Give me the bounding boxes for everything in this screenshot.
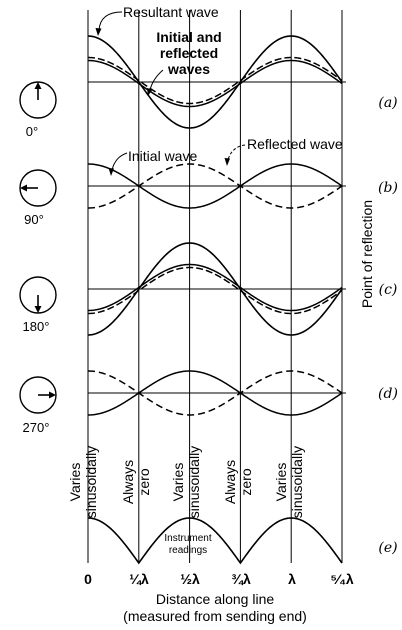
initial-reflected-label-1: Initial and	[156, 29, 221, 45]
panel-label-d: (d)	[378, 386, 398, 402]
x-axis-sublabel: (measured from sending end)	[123, 608, 307, 624]
phasor-angle-label: 270°	[23, 420, 50, 435]
phasor-270: 270°	[19, 376, 57, 435]
initial-reflected-label-2: reflected	[160, 45, 218, 61]
initial-reflected-leader	[149, 69, 164, 91]
reflected-wave-d	[87, 370, 343, 416]
phasor-angle-label: 180°	[23, 319, 50, 334]
x-tick: ¾λ	[231, 571, 251, 587]
col-label-line1: Always	[120, 460, 136, 504]
x-tick: ½λ	[180, 571, 200, 587]
initial-wave-b	[87, 163, 343, 209]
col-label-line2: zero	[136, 468, 152, 495]
column-labels: Varies sinusoidally Always zero Varies s…	[67, 446, 305, 518]
initial-reflected-label-3: waves	[167, 61, 210, 77]
panel-label-b: (b)	[378, 180, 398, 196]
phasor-arrow-icon	[20, 184, 27, 192]
col-label-line2: sinusoidally	[289, 446, 305, 518]
phasor-arrow-icon	[34, 306, 42, 313]
x-tick: ⁵⁄₄λ	[330, 571, 354, 587]
resultant-leader	[98, 11, 123, 31]
phasor-0: 0°	[19, 81, 57, 139]
instrument-label-2: readings	[169, 545, 207, 556]
leader-arrow-icon	[224, 158, 230, 166]
col-label-line2: zero	[238, 468, 254, 495]
col-label-line1: Varies	[170, 463, 186, 502]
instrument-label-1: Instrument	[164, 533, 211, 544]
vertical-quarter-lines	[87, 10, 343, 563]
reflected-wave-a	[87, 56, 343, 105]
resultant-wave-a	[87, 35, 343, 129]
initial-wave-a	[87, 59, 343, 108]
wave-curves	[87, 35, 346, 565]
x-tick: ¼λ	[129, 571, 149, 587]
panel-label-a: (a)	[378, 95, 397, 111]
col-label-line1: Always	[222, 460, 238, 504]
col-label-line2: sinusoidally	[186, 446, 202, 518]
leader-arrow-icon	[108, 168, 114, 176]
phasor-90: 90°	[19, 169, 57, 227]
col-label-line1: Varies	[67, 463, 83, 502]
reflected-wave-label: Reflected wave	[247, 136, 343, 152]
panel-label-e: (e)	[378, 540, 397, 556]
x-tick: 0	[84, 571, 92, 587]
initial-wave-leader	[111, 152, 128, 171]
col-label-line2: sinusoidally	[83, 446, 99, 518]
reflected-wave-c	[87, 266, 343, 315]
point-of-reflection-label: Point of reflection	[359, 200, 375, 308]
phasor-angle-label: 90°	[24, 212, 44, 227]
resultant-wave-c	[87, 242, 343, 336]
x-axis-label: Distance along line	[156, 591, 275, 607]
resultant-wave-label: Resultant wave	[123, 4, 219, 20]
phasor-arrow-icon	[34, 82, 42, 89]
reflected-wave-b	[87, 163, 343, 209]
phasor-180: 180°	[19, 276, 57, 334]
col-label-line1: Varies	[273, 463, 289, 502]
leader-arrow-icon	[147, 88, 153, 96]
instrument-readings-curve	[87, 517, 343, 565]
initial-wave-d	[87, 370, 343, 416]
phasor-angle-label: 0°	[26, 124, 38, 139]
reflected-wave-leader	[227, 144, 246, 161]
phasor-arrow-icon	[49, 391, 56, 399]
leader-arrow-icon	[95, 28, 102, 36]
initial-wave-c	[87, 263, 343, 312]
panel-label-c: (c)	[379, 282, 398, 298]
x-tick: λ	[288, 571, 296, 587]
initial-wave-label: Initial wave	[128, 148, 197, 164]
